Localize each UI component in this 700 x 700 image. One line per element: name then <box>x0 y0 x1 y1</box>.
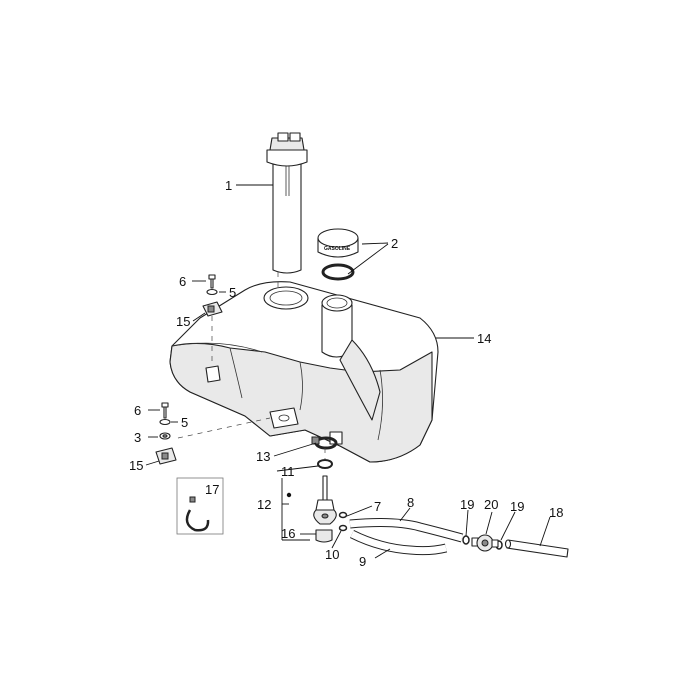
callout-15-upper: 15 <box>176 314 190 329</box>
gas-cap-gasket <box>321 263 355 281</box>
hose-clip-left <box>462 535 470 545</box>
callout-12: 12 <box>257 497 271 512</box>
o-ring <box>317 459 333 469</box>
callout-17: 17 <box>205 482 219 497</box>
fuel-tank <box>169 281 439 463</box>
callout-14: 14 <box>477 331 491 346</box>
callout-16: 16 <box>281 526 295 541</box>
fitting-clip-bottom <box>338 524 348 532</box>
callout-12-dot <box>286 492 292 498</box>
callout-5-lower: 5 <box>181 415 188 430</box>
callout-3: 3 <box>134 430 141 445</box>
callout-18: 18 <box>549 505 563 520</box>
callout-13: 13 <box>256 449 270 464</box>
callout-19-right: 19 <box>510 499 524 514</box>
callout-7: 7 <box>374 499 381 514</box>
callout-10: 10 <box>325 547 339 562</box>
leader-lines <box>145 184 551 559</box>
fuel-level-sender <box>266 132 308 274</box>
fitting-clip-top <box>338 511 348 519</box>
callout-19-left: 19 <box>460 497 474 512</box>
fuel-filter <box>471 534 499 552</box>
callout-9: 9 <box>359 554 366 569</box>
callout-1: 1 <box>225 178 232 193</box>
callout-labels: 1 2 3 5 5 6 6 7 8 9 10 11 12 13 14 15 15… <box>129 178 563 569</box>
spring-clip <box>185 496 210 532</box>
callout-6-lower: 6 <box>134 403 141 418</box>
callout-2: 2 <box>391 236 398 251</box>
fuel-pipe <box>504 539 569 558</box>
detail-box-17 <box>176 477 224 535</box>
callout-20: 20 <box>484 497 498 512</box>
lower-mount-hardware <box>155 402 177 465</box>
fuel-valve <box>313 475 337 525</box>
gas-cap-label: GASOLINE <box>324 246 351 252</box>
alignment-lines <box>177 272 326 460</box>
callout-8: 8 <box>407 495 414 510</box>
callout-5-upper: 5 <box>229 285 236 300</box>
callout-11: 11 <box>281 464 295 479</box>
callout-6-upper: 6 <box>179 274 186 289</box>
callout-15-lower: 15 <box>129 458 143 473</box>
upper-mount-hardware <box>202 274 223 317</box>
fuel-hose-lower-inner <box>350 530 447 555</box>
fuel-hose-upper-inner <box>349 519 463 542</box>
gas-cap: GASOLINE <box>317 228 359 258</box>
bushing <box>315 529 333 543</box>
